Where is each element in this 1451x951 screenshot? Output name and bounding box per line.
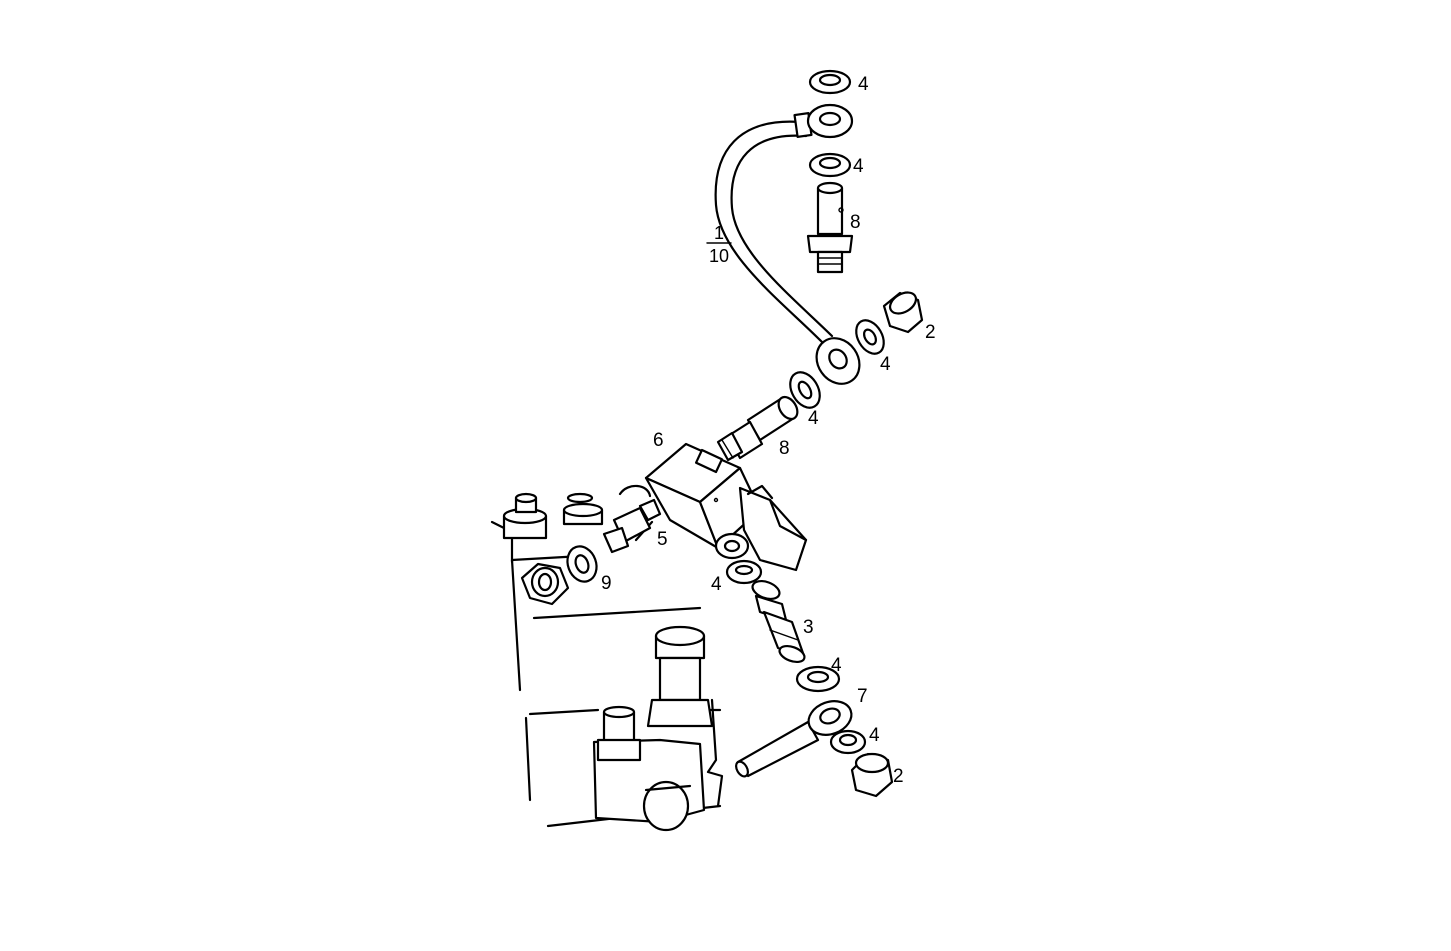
callout-labels: 4 4 8 2 4 4 8 6 5 9 4 3 4 7 4 2 bbox=[601, 74, 936, 787]
lower-pipe-banjo bbox=[735, 700, 853, 778]
callout-c13: 4 bbox=[831, 655, 842, 676]
washer-top-1 bbox=[808, 69, 852, 95]
banjo-bolt-lower bbox=[751, 579, 806, 664]
top-plug-right bbox=[618, 484, 652, 498]
cap-nut-bottom bbox=[850, 752, 894, 798]
callout-c5: 4 bbox=[880, 354, 891, 375]
callout-c3: 8 bbox=[850, 212, 861, 233]
washer-lower-1 bbox=[795, 665, 841, 693]
washer-under-solenoid bbox=[725, 559, 763, 585]
callout-c11: 4 bbox=[711, 574, 722, 595]
solenoid-outlet-washer bbox=[714, 532, 750, 560]
hand-primer-pump bbox=[592, 625, 714, 832]
banjo-bolt-middle bbox=[716, 395, 799, 462]
callout-c10: 9 bbox=[601, 573, 612, 594]
callout-c16: 2 bbox=[893, 766, 904, 787]
banjo-nut-9 bbox=[520, 562, 570, 606]
callout-c14: 7 bbox=[857, 686, 868, 707]
cap-nut-top bbox=[882, 291, 924, 334]
callout-c8: 6 bbox=[653, 430, 664, 451]
fitting-5 bbox=[602, 498, 662, 554]
washer-right bbox=[855, 319, 885, 355]
washer-middle bbox=[789, 371, 821, 409]
banjo-eye-top bbox=[806, 103, 854, 139]
pipe-fraction-label: 1 10 bbox=[706, 223, 732, 266]
callout-c1: 4 bbox=[858, 74, 869, 95]
washer-lower-2 bbox=[829, 729, 867, 755]
callout-c7: 8 bbox=[779, 438, 790, 459]
fuel-pipe bbox=[714, 112, 834, 344]
solenoid-valve bbox=[644, 442, 808, 572]
callout-c15: 4 bbox=[869, 725, 880, 746]
fraction-denominator: 10 bbox=[709, 246, 729, 266]
washer-top-2 bbox=[808, 152, 852, 178]
callout-c9: 5 bbox=[657, 529, 668, 550]
callout-c6: 4 bbox=[808, 408, 819, 429]
banjo-bolt-top bbox=[806, 181, 854, 274]
callout-c12: 3 bbox=[803, 617, 814, 638]
banjo-eye-middle bbox=[815, 337, 861, 385]
callout-c4: 2 bbox=[925, 322, 936, 343]
washer-9 bbox=[566, 545, 598, 583]
callout-c2: 4 bbox=[853, 156, 864, 177]
fraction-numerator: 1 bbox=[714, 223, 724, 243]
top-plug-left bbox=[502, 492, 548, 540]
top-plug-middle bbox=[562, 492, 604, 526]
